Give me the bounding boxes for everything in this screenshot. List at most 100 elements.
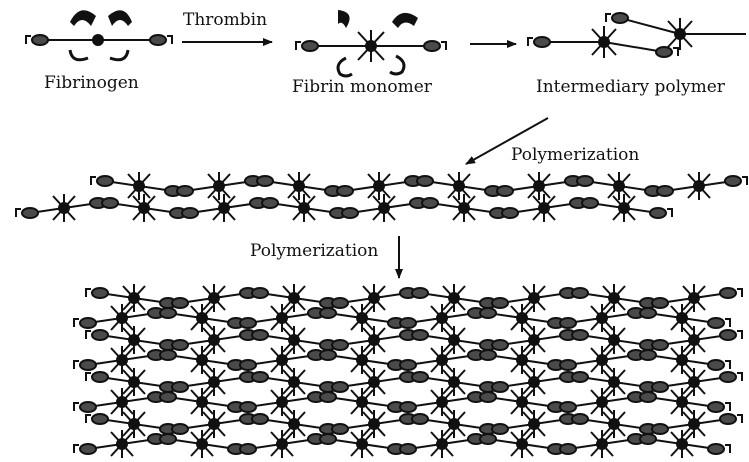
d-domain bbox=[172, 298, 188, 308]
fibrin-monomer bbox=[572, 326, 656, 354]
fibrin-monomer bbox=[332, 410, 416, 438]
fibrin-monomer bbox=[160, 388, 244, 416]
fibrin-monomer bbox=[577, 172, 661, 200]
d-domain bbox=[177, 186, 193, 196]
fibrinogen-molecule bbox=[26, 10, 172, 60]
fibrin-monomer bbox=[400, 388, 484, 416]
fibrin-monomer bbox=[252, 410, 336, 438]
fibrin-monomer-label: Fibrin monomer bbox=[292, 79, 432, 96]
d-domain bbox=[652, 298, 668, 308]
fibrin-monomer bbox=[560, 388, 644, 416]
d-domain bbox=[720, 288, 736, 298]
d-domain bbox=[252, 372, 268, 382]
d-domain bbox=[92, 414, 108, 424]
d-domain bbox=[92, 372, 108, 382]
d-domain bbox=[650, 208, 666, 218]
d-domain bbox=[572, 288, 588, 298]
fibrin-monomer bbox=[337, 172, 421, 200]
d-domain bbox=[160, 434, 176, 444]
d-domain bbox=[720, 372, 736, 382]
d-domain bbox=[560, 402, 576, 412]
fibrin-monomer bbox=[252, 284, 336, 312]
d-domain bbox=[720, 414, 736, 424]
fibrin-monomer bbox=[400, 346, 484, 374]
fibrin-monomer bbox=[480, 304, 564, 332]
d-domain bbox=[492, 340, 508, 350]
d-domain bbox=[92, 330, 108, 340]
d-domain bbox=[92, 288, 108, 298]
d-domain bbox=[160, 350, 176, 360]
d-domain bbox=[252, 330, 268, 340]
fibrin-monomer bbox=[560, 304, 644, 332]
fibrin-monomer bbox=[160, 346, 244, 374]
fibrin-monomer bbox=[572, 368, 656, 396]
fibrin-monomer bbox=[320, 346, 404, 374]
d-domain bbox=[240, 318, 256, 328]
fibrin-monomer bbox=[657, 172, 747, 200]
d-domain bbox=[572, 372, 588, 382]
fibrin-monomer bbox=[342, 194, 426, 222]
fibrin-monomer bbox=[412, 368, 496, 396]
d-domain bbox=[480, 350, 496, 360]
d-domain bbox=[97, 176, 113, 186]
fibrin-monomer bbox=[480, 346, 564, 374]
d-domain bbox=[240, 360, 256, 370]
fibrin-monomer bbox=[16, 194, 106, 222]
intermediary-polymer-molecule bbox=[528, 13, 746, 58]
d-domain bbox=[160, 392, 176, 402]
d-domain bbox=[480, 392, 496, 402]
d-domain bbox=[400, 402, 416, 412]
fibrin-monomer bbox=[492, 368, 576, 396]
d-domain bbox=[320, 392, 336, 402]
d-domain bbox=[572, 330, 588, 340]
d-domain bbox=[560, 360, 576, 370]
d-domain bbox=[652, 382, 668, 392]
d-domain bbox=[502, 208, 518, 218]
fibrin-monomer bbox=[502, 194, 586, 222]
fibrin-monomer bbox=[177, 172, 261, 200]
fibrin-monomer-molecule bbox=[296, 10, 446, 76]
d-domain bbox=[708, 402, 724, 412]
d-domain bbox=[102, 198, 118, 208]
d-domain bbox=[640, 350, 656, 360]
fibrin-monomer bbox=[572, 410, 656, 438]
fibrin-monomer bbox=[422, 194, 506, 222]
fibrin-monomer bbox=[492, 410, 576, 438]
fibrin-monomer bbox=[492, 284, 576, 312]
d-domain bbox=[320, 350, 336, 360]
d-domain bbox=[422, 198, 438, 208]
polymerization-label-1: Polymerization bbox=[511, 147, 639, 164]
d-domain bbox=[725, 176, 741, 186]
fibrin-monomer bbox=[160, 430, 244, 458]
d-domain bbox=[412, 372, 428, 382]
d-domain bbox=[492, 382, 508, 392]
d-domain bbox=[80, 318, 96, 328]
d-domain bbox=[172, 382, 188, 392]
d-domain bbox=[240, 444, 256, 454]
fibrin-monomer bbox=[172, 284, 256, 312]
d-domain bbox=[22, 208, 38, 218]
fibrin-monomer bbox=[480, 430, 564, 458]
d-domain bbox=[252, 414, 268, 424]
d-domain bbox=[80, 360, 96, 370]
d-domain bbox=[708, 444, 724, 454]
fibrin-monomer bbox=[320, 388, 404, 416]
fibrin-monomer bbox=[262, 194, 346, 222]
fibrin-monomer bbox=[182, 194, 266, 222]
d-domain bbox=[332, 424, 348, 434]
fibrin-monomer bbox=[332, 326, 416, 354]
d-domain bbox=[560, 318, 576, 328]
d-domain bbox=[582, 198, 598, 208]
intermediary-polymer-label: Intermediary polymer bbox=[536, 79, 725, 96]
fibrin-monomer bbox=[417, 172, 501, 200]
d-domain bbox=[182, 208, 198, 218]
protofibril bbox=[16, 172, 747, 222]
d-domain bbox=[332, 298, 348, 308]
d-domain bbox=[332, 382, 348, 392]
d-domain bbox=[160, 308, 176, 318]
fibrin-monomer bbox=[240, 304, 324, 332]
d-domain bbox=[417, 176, 433, 186]
fibrin-monomer bbox=[74, 346, 164, 374]
